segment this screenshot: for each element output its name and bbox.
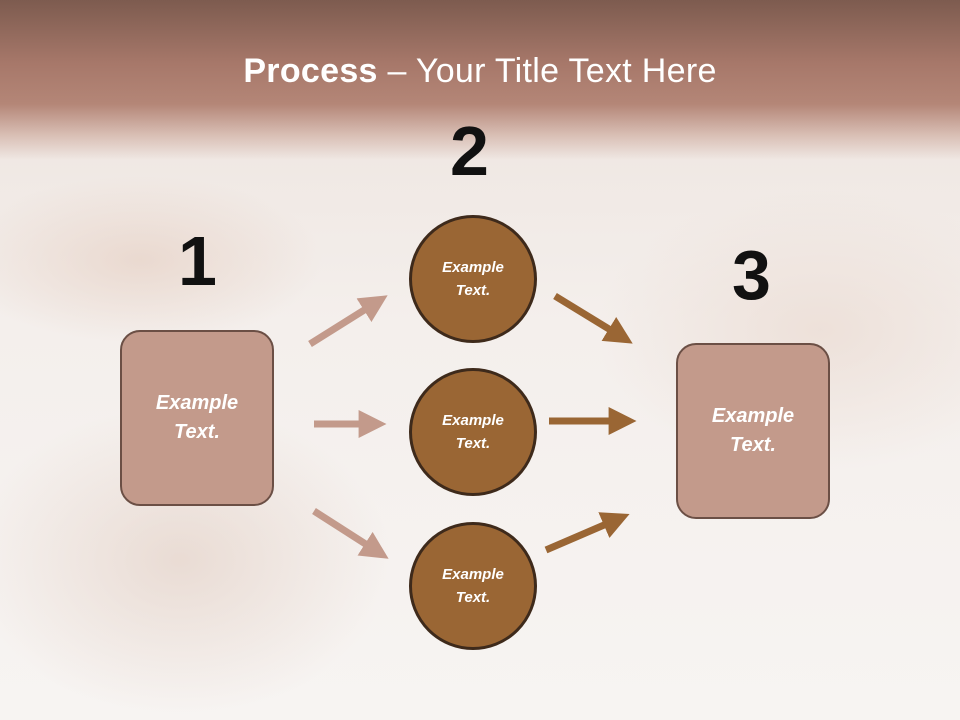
step-number-3: 3 xyxy=(732,236,771,314)
step-2-circle-bottom: Example Text. xyxy=(409,522,537,650)
step-2-circle-top: Example Text. xyxy=(409,215,537,343)
title-bold: Process xyxy=(243,52,378,90)
step-number-2: 2 xyxy=(450,112,489,190)
step-2-circle-middle-label: Example Text. xyxy=(442,412,504,452)
arrow-1-to-2-bottom xyxy=(312,508,389,559)
step-2-circle-top-label: Example Text. xyxy=(442,259,504,299)
step-2-circle-middle: Example Text. xyxy=(409,368,537,496)
step-2-circle-bottom-label: Example Text. xyxy=(442,566,504,606)
arrow-2-bottom-to-3 xyxy=(544,512,630,554)
title-rest: – Your Title Text Here xyxy=(377,52,717,90)
step-3-box: Example Text. xyxy=(676,343,830,519)
step-1-box: Example Text. xyxy=(120,330,274,506)
step-3-label: Example Text. xyxy=(711,405,795,456)
title-band xyxy=(0,0,960,160)
step-1-label: Example Text. xyxy=(155,392,239,443)
slide-title: Process – Your Title Text Here xyxy=(0,52,960,91)
arrow-1-to-2-top xyxy=(308,295,388,347)
step-number-1: 1 xyxy=(178,222,217,300)
arrow-2-top-to-3 xyxy=(553,293,633,344)
